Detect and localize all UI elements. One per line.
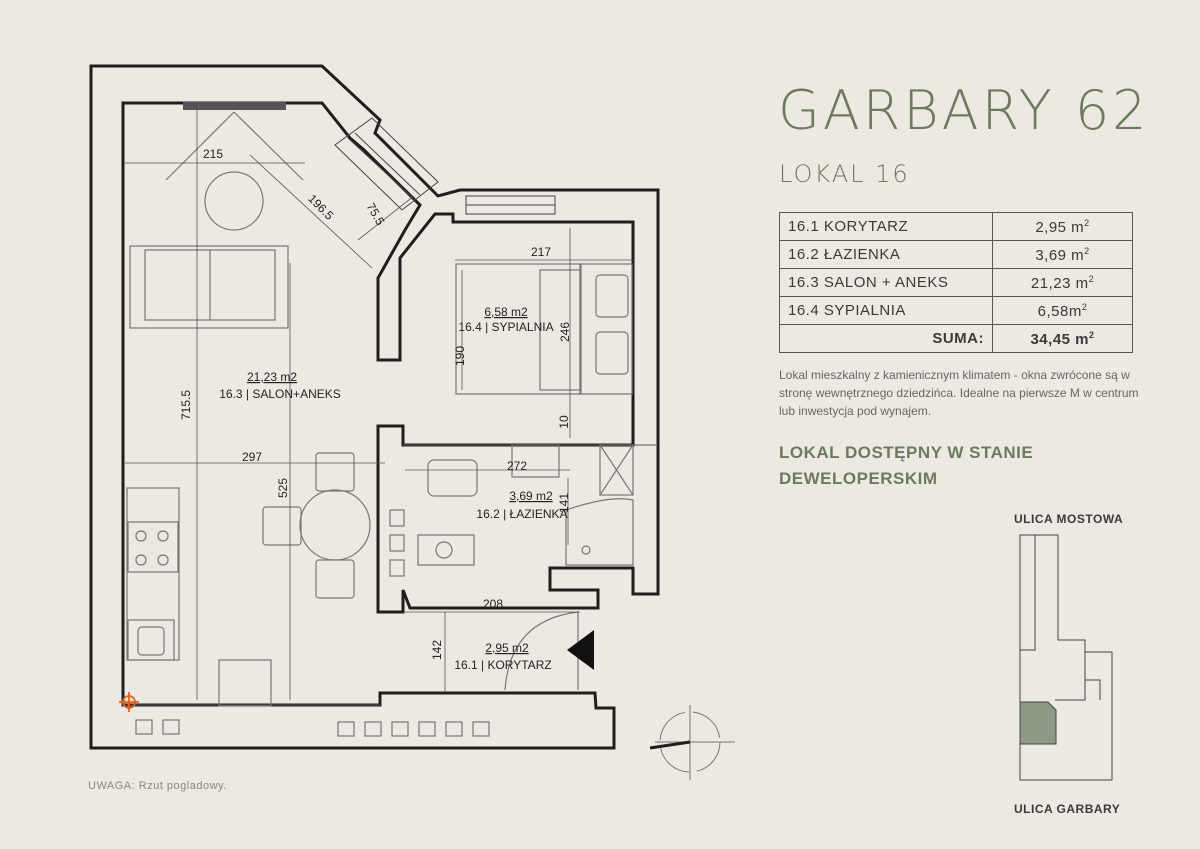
lazienka-label: 16.2 | ŁAZIENKA <box>476 507 567 521</box>
description: Lokal mieszkalny z kamienicznym klimatem… <box>779 368 1139 418</box>
page-title: GARBARY 62 <box>778 79 1150 142</box>
room-name: 16.3 SALON + ANEKS <box>779 268 993 297</box>
street-bottom-label: ULICA GARBARY <box>1014 802 1121 816</box>
disclaimer-note: UWAGA: Rzut pogladowy. <box>88 780 227 792</box>
availability-heading: LOKAL DOSTĘPNY W STANIE DEWELOPERSKIM <box>779 443 1034 488</box>
table-row: 16.1 KORYTARZ 2,95 m2 <box>779 212 1133 241</box>
dim-215: 215 <box>203 147 223 161</box>
dim-715: 715.5 <box>179 390 193 420</box>
dim-190: 190 <box>453 346 467 366</box>
unit-location-highlight <box>1019 701 1057 745</box>
room-name: 16.2 ŁAZIENKA <box>779 240 993 269</box>
room-name: 16.4 SYPIALNIA <box>779 296 993 325</box>
unit-subtitle: LOKAL 16 <box>779 160 910 188</box>
furniture <box>126 111 634 737</box>
dim-10: 10 <box>557 415 571 429</box>
table-row: 16.4 SYPIALNIA 6,58m2 <box>779 296 1133 325</box>
dim-525: 525 <box>276 478 290 498</box>
entry-marker-icon <box>119 692 139 712</box>
sypialnia-area: 6,58 m2 <box>484 305 528 319</box>
sum-row: SUMA: 34,45 m2 <box>779 324 1133 353</box>
dim-297: 297 <box>242 450 262 464</box>
dim-208: 208 <box>483 597 503 611</box>
dim-272: 272 <box>507 459 527 473</box>
compass-needle <box>649 740 691 750</box>
sum-value: 34,45 m2 <box>992 324 1133 353</box>
floor-plan: 21,23 m2 16.3 | SALON+ANEKS 6,58 m2 16.4… <box>89 64 735 780</box>
salon-label: 16.3 | SALON+ANEKS <box>219 387 341 401</box>
window-bedroom <box>465 195 556 215</box>
room-area: 6,58m2 <box>992 296 1133 325</box>
window-top <box>183 102 286 110</box>
table-row: 16.2 ŁAZIENKA 3,69 m2 <box>779 240 1133 269</box>
room-area: 2,95 m2 <box>992 212 1133 241</box>
korytarz-label: 16.1 | KORYTARZ <box>454 658 551 672</box>
sypialnia-label: 16.4 | SYPIALNIA <box>458 320 553 334</box>
korytarz-area: 2,95 m2 <box>485 641 529 655</box>
entry-arrow-icon <box>567 630 594 670</box>
dim-246: 246 <box>558 322 572 342</box>
dim-142: 142 <box>430 640 444 660</box>
room-name: 16.1 KORYTARZ <box>779 212 993 241</box>
room-area: 21,23 m2 <box>992 268 1133 297</box>
dim-217: 217 <box>531 245 551 259</box>
dim-196: 196.5 <box>305 192 336 223</box>
room-area: 3,69 m2 <box>992 240 1133 269</box>
site-map <box>1019 534 1113 781</box>
dimension-lines <box>125 110 635 700</box>
lazienka-area: 3,69 m2 <box>509 489 553 503</box>
table-row: 16.3 SALON + ANEKS 21,23 m2 <box>779 268 1133 297</box>
window-angled <box>334 117 439 211</box>
salon-area: 21,23 m2 <box>247 370 297 384</box>
dim-75: 75.5 <box>364 200 388 228</box>
street-top-label: ULICA MOSTOWA <box>1014 512 1124 526</box>
areas-table: 16.1 KORYTARZ 2,95 m2 16.2 ŁAZIENKA 3,69… <box>779 212 1133 353</box>
dim-141: 141 <box>557 493 571 513</box>
sum-label: SUMA: <box>779 324 993 353</box>
compass <box>655 705 735 780</box>
